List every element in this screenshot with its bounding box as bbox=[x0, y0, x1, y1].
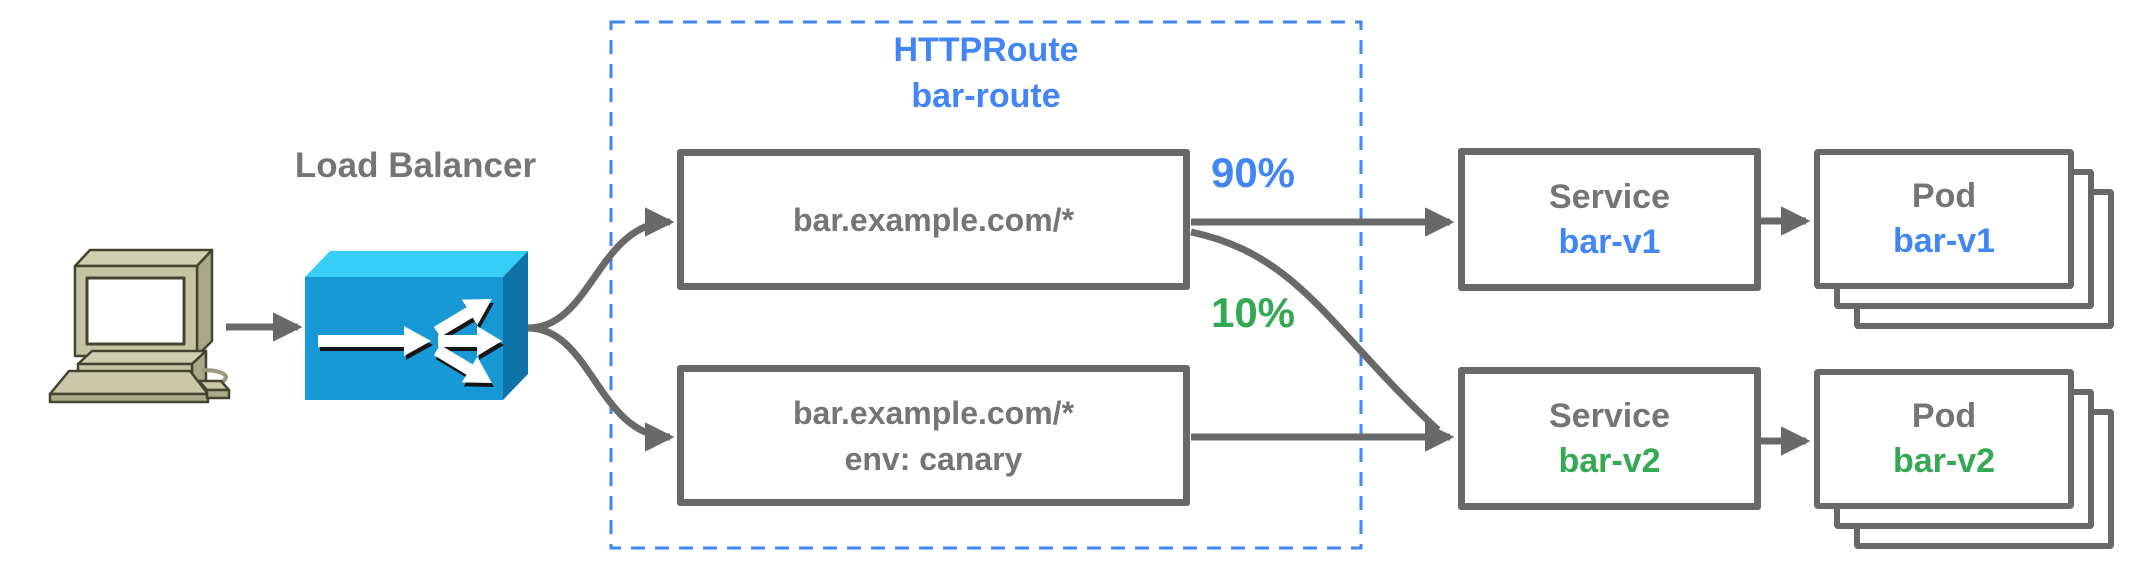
httproute-title: HTTPRoute bar-route bbox=[611, 27, 1361, 119]
lb-arrows-glyph bbox=[318, 299, 504, 387]
route-match-box-2: bar.example.com/* env: canary bbox=[677, 365, 1190, 506]
monitor-top-face bbox=[73, 248, 214, 268]
httproute-dashed-frame bbox=[609, 20, 1363, 550]
base-top-face bbox=[76, 349, 208, 366]
lb-top-face bbox=[305, 251, 528, 277]
service-box-bar-v1: Service bar-v1 bbox=[1458, 148, 1761, 291]
route-match-text: bar.example.com/* bbox=[792, 394, 1075, 431]
pod-box-bar-v1: Pod bar-v1 bbox=[1814, 149, 2074, 289]
arrow-lb-to-route1 bbox=[527, 207, 675, 332]
keyboard-top-face bbox=[48, 369, 210, 396]
httproute-kind: HTTPRoute bbox=[893, 31, 1079, 69]
pod-box-bar-v2: Pod bar-v2 bbox=[1814, 369, 2074, 509]
pod-type-label: Pod bbox=[1911, 177, 1977, 215]
monitor-screen bbox=[85, 276, 186, 346]
service-name: bar-v1 bbox=[1558, 222, 1661, 261]
weight-label-90: 90% bbox=[1210, 149, 1296, 196]
load-balancer-icon bbox=[305, 251, 528, 400]
pod-type-label: Pod bbox=[1911, 397, 1977, 435]
pod-name: bar-v1 bbox=[1892, 222, 1996, 260]
pod-name: bar-v2 bbox=[1892, 442, 1996, 480]
client-computer-icon bbox=[48, 248, 231, 404]
lb-side-face bbox=[503, 251, 528, 400]
service-type-label: Service bbox=[1549, 177, 1670, 216]
route-match-text: bar.example.com/* bbox=[792, 201, 1075, 238]
route-match-box-1: bar.example.com/* bbox=[677, 149, 1190, 290]
arrow-lb-to-route2 bbox=[527, 324, 675, 452]
route-header-match-text: env: canary bbox=[844, 440, 1023, 477]
weight-label-10: 10% bbox=[1210, 289, 1296, 336]
curve-route1-to-service2 bbox=[1190, 228, 1441, 433]
monitor-side-face bbox=[195, 248, 214, 358]
load-balancer-label: Load Balancer bbox=[294, 146, 537, 185]
pod-stack-bar-v1: Pod bar-v1 bbox=[1814, 149, 2116, 331]
keyboard-front-face bbox=[48, 392, 210, 404]
service-type-label: Service bbox=[1549, 396, 1670, 435]
service-name: bar-v2 bbox=[1558, 441, 1661, 480]
httproute-name: bar-route bbox=[911, 77, 1061, 115]
mouse-front-face bbox=[205, 388, 231, 400]
pod-stack-bar-v2: Pod bar-v2 bbox=[1814, 369, 2116, 551]
service-box-bar-v2: Service bar-v2 bbox=[1458, 367, 1761, 510]
